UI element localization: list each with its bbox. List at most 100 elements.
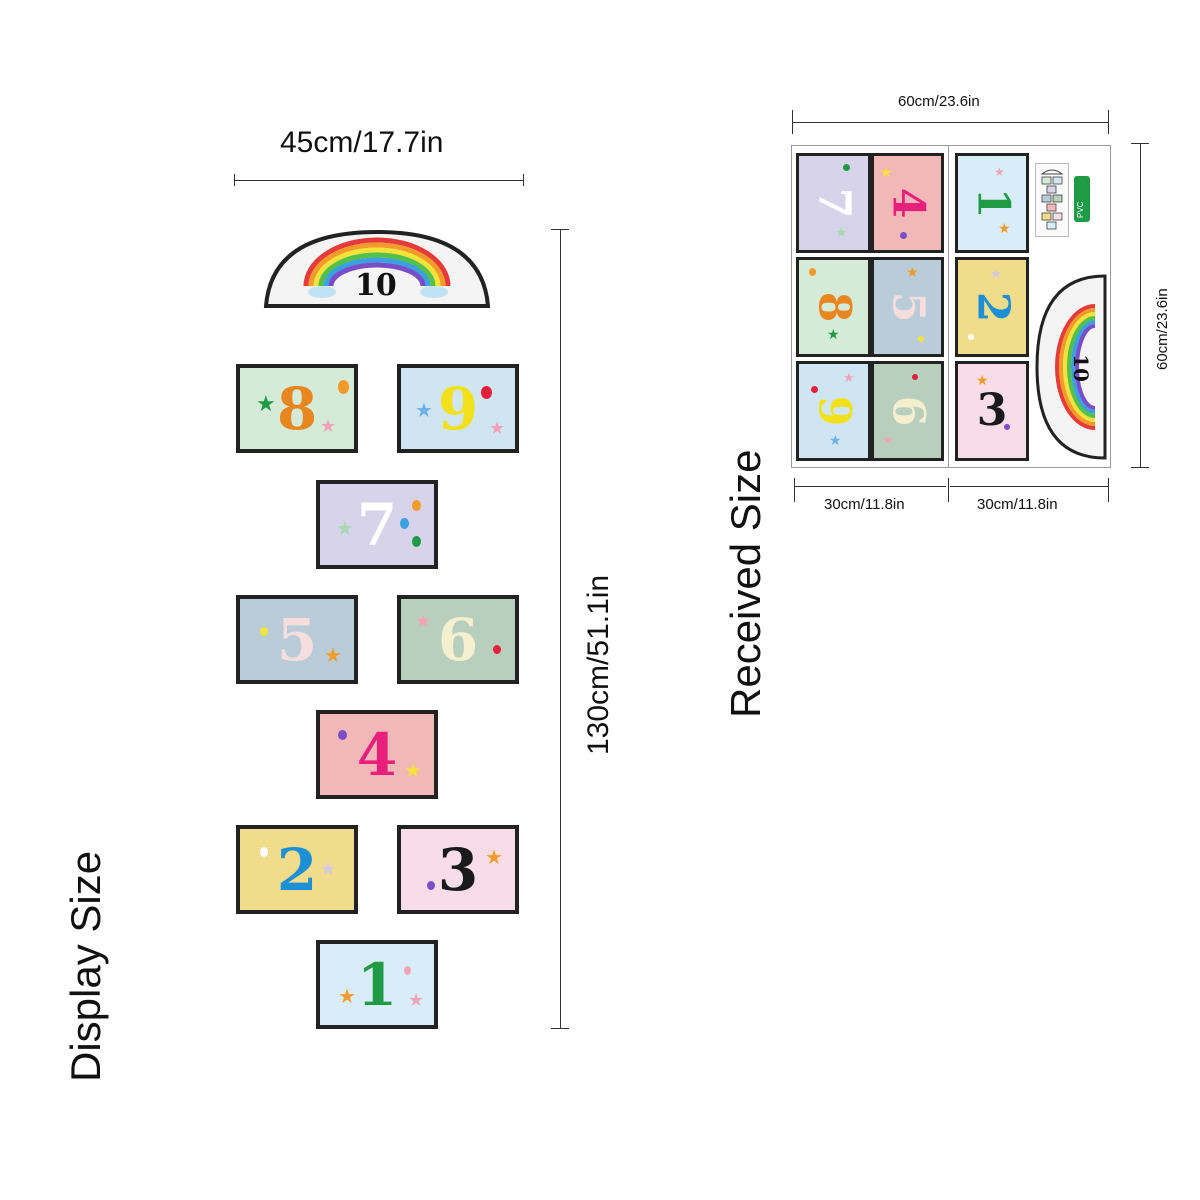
received-right-half-label: 30cm/11.8in	[977, 496, 1058, 513]
dot-icon	[918, 336, 924, 342]
received-mini-badge	[1074, 176, 1090, 222]
dot-icon	[404, 966, 411, 975]
star-icon: ★	[256, 392, 276, 417]
display-height-tick-bottom	[551, 1028, 569, 1029]
display-width-tick-right	[523, 174, 524, 186]
display-tile-9: 9 ★ ★	[397, 364, 519, 453]
received-mini-badge-text: PVC	[1076, 201, 1085, 218]
display-height-tick-top	[551, 229, 569, 230]
received-tile-4: 4 ★	[871, 153, 944, 253]
display-rainbow-tile	[263, 229, 491, 308]
star-icon: ★	[408, 990, 425, 1011]
display-tile-5: 5 ★	[236, 595, 358, 684]
received-tile-1: 1 ★ ★	[955, 153, 1029, 253]
star-icon: ★	[338, 984, 356, 1008]
star-icon: ★	[835, 225, 848, 241]
received-size-label: Received Size	[722, 449, 769, 718]
display-tile-8: 8 ★ ★	[236, 364, 358, 453]
display-rainbow-number: 10	[355, 268, 397, 303]
tile-number: 9	[808, 395, 860, 427]
received-rainbow-number: 10	[1068, 354, 1093, 382]
dot-icon	[338, 380, 349, 394]
received-right-half-tick	[1108, 478, 1109, 502]
dot-icon	[811, 386, 818, 393]
received-tile-9: 9 ★ ★	[796, 361, 871, 461]
received-tile-6: 6 ★	[871, 361, 944, 461]
star-icon: ★	[990, 267, 1002, 282]
mini-hopscotch-icon	[1040, 169, 1064, 230]
tile-number: 1	[356, 950, 398, 1019]
tile-number: 4	[356, 720, 398, 789]
star-icon: ★	[994, 165, 1005, 179]
star-icon: ★	[336, 516, 354, 540]
star-icon: ★	[489, 418, 506, 439]
received-mini-preview	[1035, 163, 1069, 237]
received-height-tick-top	[1131, 143, 1149, 144]
dot-icon	[400, 518, 409, 529]
dot-icon	[809, 268, 816, 276]
received-width-tick-left	[792, 110, 793, 134]
star-icon: ★	[485, 845, 503, 869]
received-left-half-line	[794, 486, 946, 487]
display-tile-6: 6 ★	[397, 595, 519, 684]
received-tile-3: 3 ★	[955, 361, 1029, 461]
dot-icon	[912, 374, 918, 380]
received-width-line	[792, 122, 1109, 123]
received-left-half-label: 30cm/11.8in	[824, 496, 905, 513]
received-width-label: 60cm/23.6in	[898, 93, 980, 110]
tile-number: 8	[808, 291, 860, 323]
tile-number: 7	[356, 490, 398, 559]
dot-icon	[1004, 424, 1010, 430]
tile-number: 5	[276, 605, 318, 674]
received-right-half-line	[950, 486, 1108, 487]
star-icon: ★	[324, 643, 342, 667]
received-left-half-tick	[794, 478, 795, 502]
tile-number: 4	[882, 187, 934, 219]
star-icon: ★	[998, 221, 1011, 237]
star-icon: ★	[827, 327, 840, 343]
received-tile-2: 2 ★	[955, 257, 1029, 357]
tile-number: 3	[976, 385, 1008, 436]
display-tile-3: 3 ★	[397, 825, 519, 914]
dot-icon	[427, 881, 435, 890]
dot-icon	[493, 645, 501, 654]
star-icon: ★	[415, 611, 432, 632]
received-height-label: 60cm/23.6in	[1154, 288, 1171, 370]
display-tile-1: 1 ★ ★	[316, 940, 438, 1029]
received-tile-5: 5 ★	[871, 257, 944, 357]
display-tile-2: 2 ★	[236, 825, 358, 914]
received-tile-7: 7 ★	[796, 153, 871, 253]
star-icon: ★	[906, 265, 919, 281]
dot-icon	[338, 730, 347, 740]
display-size-label: Display Size	[62, 850, 109, 1082]
tile-number: 8	[276, 374, 318, 443]
dot-icon	[412, 500, 421, 511]
display-tile-4: 4 ★	[316, 710, 438, 799]
tile-number: 2	[276, 835, 318, 904]
star-icon: ★	[976, 373, 989, 389]
star-icon: ★	[880, 165, 893, 181]
tile-number: 2	[967, 291, 1018, 323]
received-width-tick-right	[1108, 110, 1109, 134]
star-icon: ★	[320, 416, 337, 437]
display-height-line	[560, 229, 561, 1029]
display-width-tick-left	[234, 174, 235, 186]
tile-number: 3	[437, 835, 479, 904]
display-height-label: 130cm/51.1in	[582, 574, 615, 755]
display-width-label: 45cm/17.7in	[280, 126, 444, 159]
dot-icon	[900, 232, 907, 239]
dot-icon	[843, 164, 850, 171]
received-height-tick-bottom	[1131, 467, 1149, 468]
display-tile-7: 7 ★	[316, 480, 438, 569]
star-icon: ★	[843, 371, 855, 386]
dot-icon	[260, 627, 268, 636]
received-height-line	[1140, 143, 1141, 468]
received-sheet-divider	[948, 145, 949, 468]
dot-icon	[260, 847, 268, 857]
display-width-line	[234, 180, 524, 181]
received-mid-tick	[948, 478, 949, 502]
star-icon: ★	[415, 398, 433, 422]
star-icon: ★	[882, 433, 894, 448]
dot-icon	[481, 386, 492, 399]
received-rainbow-tile	[1035, 274, 1107, 460]
